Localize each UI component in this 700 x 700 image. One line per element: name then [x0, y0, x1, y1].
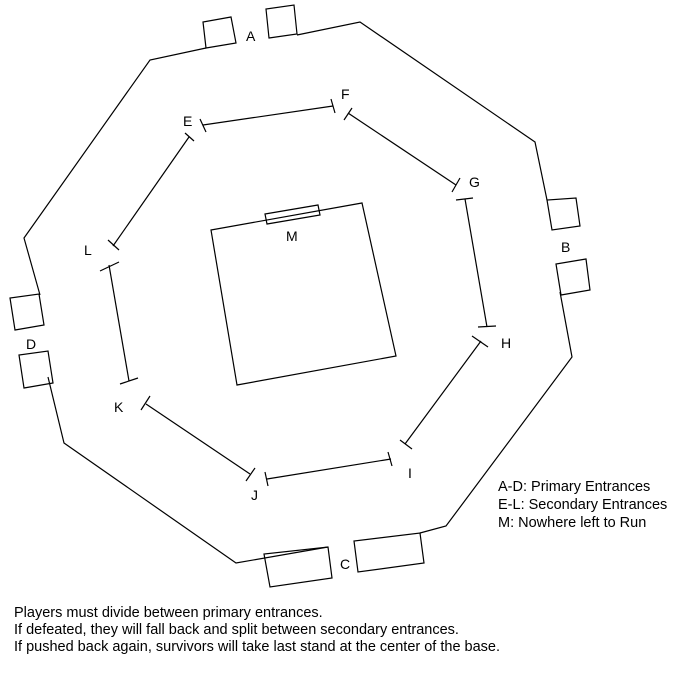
- legend-item-primary: A-D: Primary Entrances: [498, 479, 651, 495]
- note-line-2: If defeated, they will fall back and spl…: [14, 622, 459, 638]
- label-i: I: [408, 465, 412, 481]
- label-c: C: [340, 556, 350, 572]
- legend-item-center: M: Nowhere left to Run: [498, 515, 647, 531]
- label-l: L: [84, 242, 92, 258]
- inner-wall: [99, 98, 497, 487]
- strategy-notes: Players must divide between primary entr…: [14, 605, 500, 656]
- legend: A-D: Primary Entrances E-L: Secondary En…: [498, 478, 667, 532]
- label-b: B: [561, 239, 570, 255]
- label-f: F: [341, 86, 350, 102]
- note-line-1: Players must divide between primary entr…: [14, 605, 323, 621]
- label-m: M: [286, 228, 298, 244]
- gate-d: [9, 293, 54, 389]
- outer-wall: [23, 21, 573, 564]
- legend-item-secondary: E-L: Secondary Entrances: [498, 497, 668, 513]
- gate-b: [546, 197, 591, 296]
- label-d: D: [26, 336, 36, 352]
- gate-a: [202, 4, 298, 49]
- label-k: K: [114, 399, 124, 415]
- label-a: A: [246, 28, 256, 44]
- label-h: H: [501, 335, 511, 351]
- center-building-m: [210, 202, 397, 386]
- label-e: E: [183, 113, 192, 129]
- gate-c: [263, 532, 425, 588]
- note-line-3: If pushed back again, survivors will tak…: [14, 639, 501, 655]
- label-j: J: [251, 487, 258, 503]
- label-g: G: [469, 174, 480, 190]
